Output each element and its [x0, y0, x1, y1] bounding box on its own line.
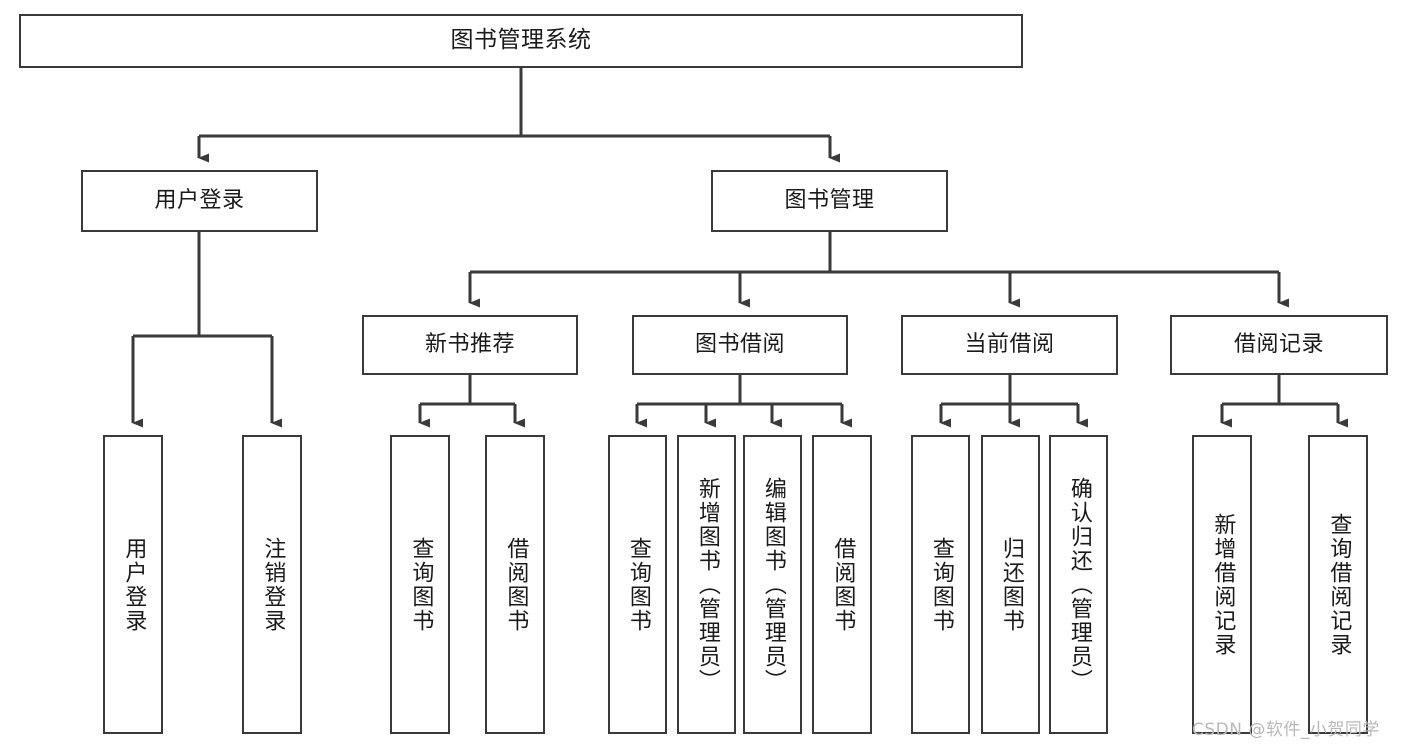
- node-leaf-query-book-2-label: 查询图书: [625, 536, 651, 633]
- node-leaf-borrow-book-2-label: 借阅图书: [830, 536, 856, 633]
- node-leaf-borrow-book-2[interactable]: 借阅图书: [812, 435, 872, 734]
- node-leaf-query-book-1[interactable]: 查询图书: [390, 435, 450, 734]
- node-leaf-borrow-book-1[interactable]: 借阅图书: [485, 435, 545, 734]
- node-leaf-logout[interactable]: 注销登录: [242, 435, 302, 734]
- node-book-borrow-label: 图书借阅: [694, 332, 785, 358]
- node-new-book-rec[interactable]: 新书推荐: [362, 315, 578, 375]
- node-leaf-logout-label: 注销登录: [260, 536, 286, 633]
- node-root-label: 图书管理系统: [450, 27, 592, 54]
- node-leaf-add-book-label: 新增图书（管理员）: [694, 476, 720, 693]
- node-root[interactable]: 图书管理系统: [19, 14, 1023, 68]
- node-leaf-return-book-label: 归还图书: [998, 536, 1024, 633]
- node-leaf-query-record[interactable]: 查询借阅记录: [1308, 435, 1368, 734]
- node-current-borrow-label: 当前借阅: [964, 332, 1055, 358]
- node-leaf-borrow-book-1-label: 借阅图书: [503, 536, 529, 633]
- node-user-login-label: 用户登录: [154, 188, 245, 214]
- node-user-login[interactable]: 用户登录: [81, 170, 318, 232]
- node-leaf-add-book[interactable]: 新增图书（管理员）: [677, 435, 736, 734]
- node-leaf-edit-book-label: 编辑图书（管理员）: [760, 476, 786, 693]
- csdn-watermark: CSDN @软件_小贺同学: [1192, 720, 1380, 740]
- node-book-manage[interactable]: 图书管理: [711, 170, 948, 232]
- node-new-book-rec-label: 新书推荐: [424, 332, 515, 358]
- node-current-borrow[interactable]: 当前借阅: [901, 315, 1118, 375]
- node-book-borrow[interactable]: 图书借阅: [632, 315, 848, 375]
- node-borrow-record[interactable]: 借阅记录: [1170, 315, 1388, 375]
- node-leaf-query-book-3-label: 查询图书: [928, 536, 954, 633]
- node-leaf-add-record-label: 新增借阅记录: [1210, 512, 1236, 657]
- node-leaf-edit-book[interactable]: 编辑图书（管理员）: [743, 435, 802, 734]
- node-leaf-confirm-return[interactable]: 确认归还（管理员）: [1049, 435, 1108, 734]
- node-leaf-query-book-1-label: 查询图书: [408, 536, 434, 633]
- node-borrow-record-label: 借阅记录: [1233, 332, 1324, 358]
- node-book-manage-label: 图书管理: [784, 188, 875, 214]
- node-leaf-confirm-return-label: 确认归还（管理员）: [1066, 476, 1092, 693]
- node-leaf-user-login[interactable]: 用户登录: [103, 435, 163, 734]
- node-leaf-return-book[interactable]: 归还图书: [981, 435, 1040, 734]
- node-leaf-query-book-2[interactable]: 查询图书: [608, 435, 667, 734]
- node-leaf-add-record[interactable]: 新增借阅记录: [1192, 435, 1252, 734]
- node-leaf-query-book-3[interactable]: 查询图书: [911, 435, 970, 734]
- node-leaf-query-record-label: 查询借阅记录: [1326, 512, 1352, 657]
- node-leaf-user-login-label: 用户登录: [121, 536, 147, 633]
